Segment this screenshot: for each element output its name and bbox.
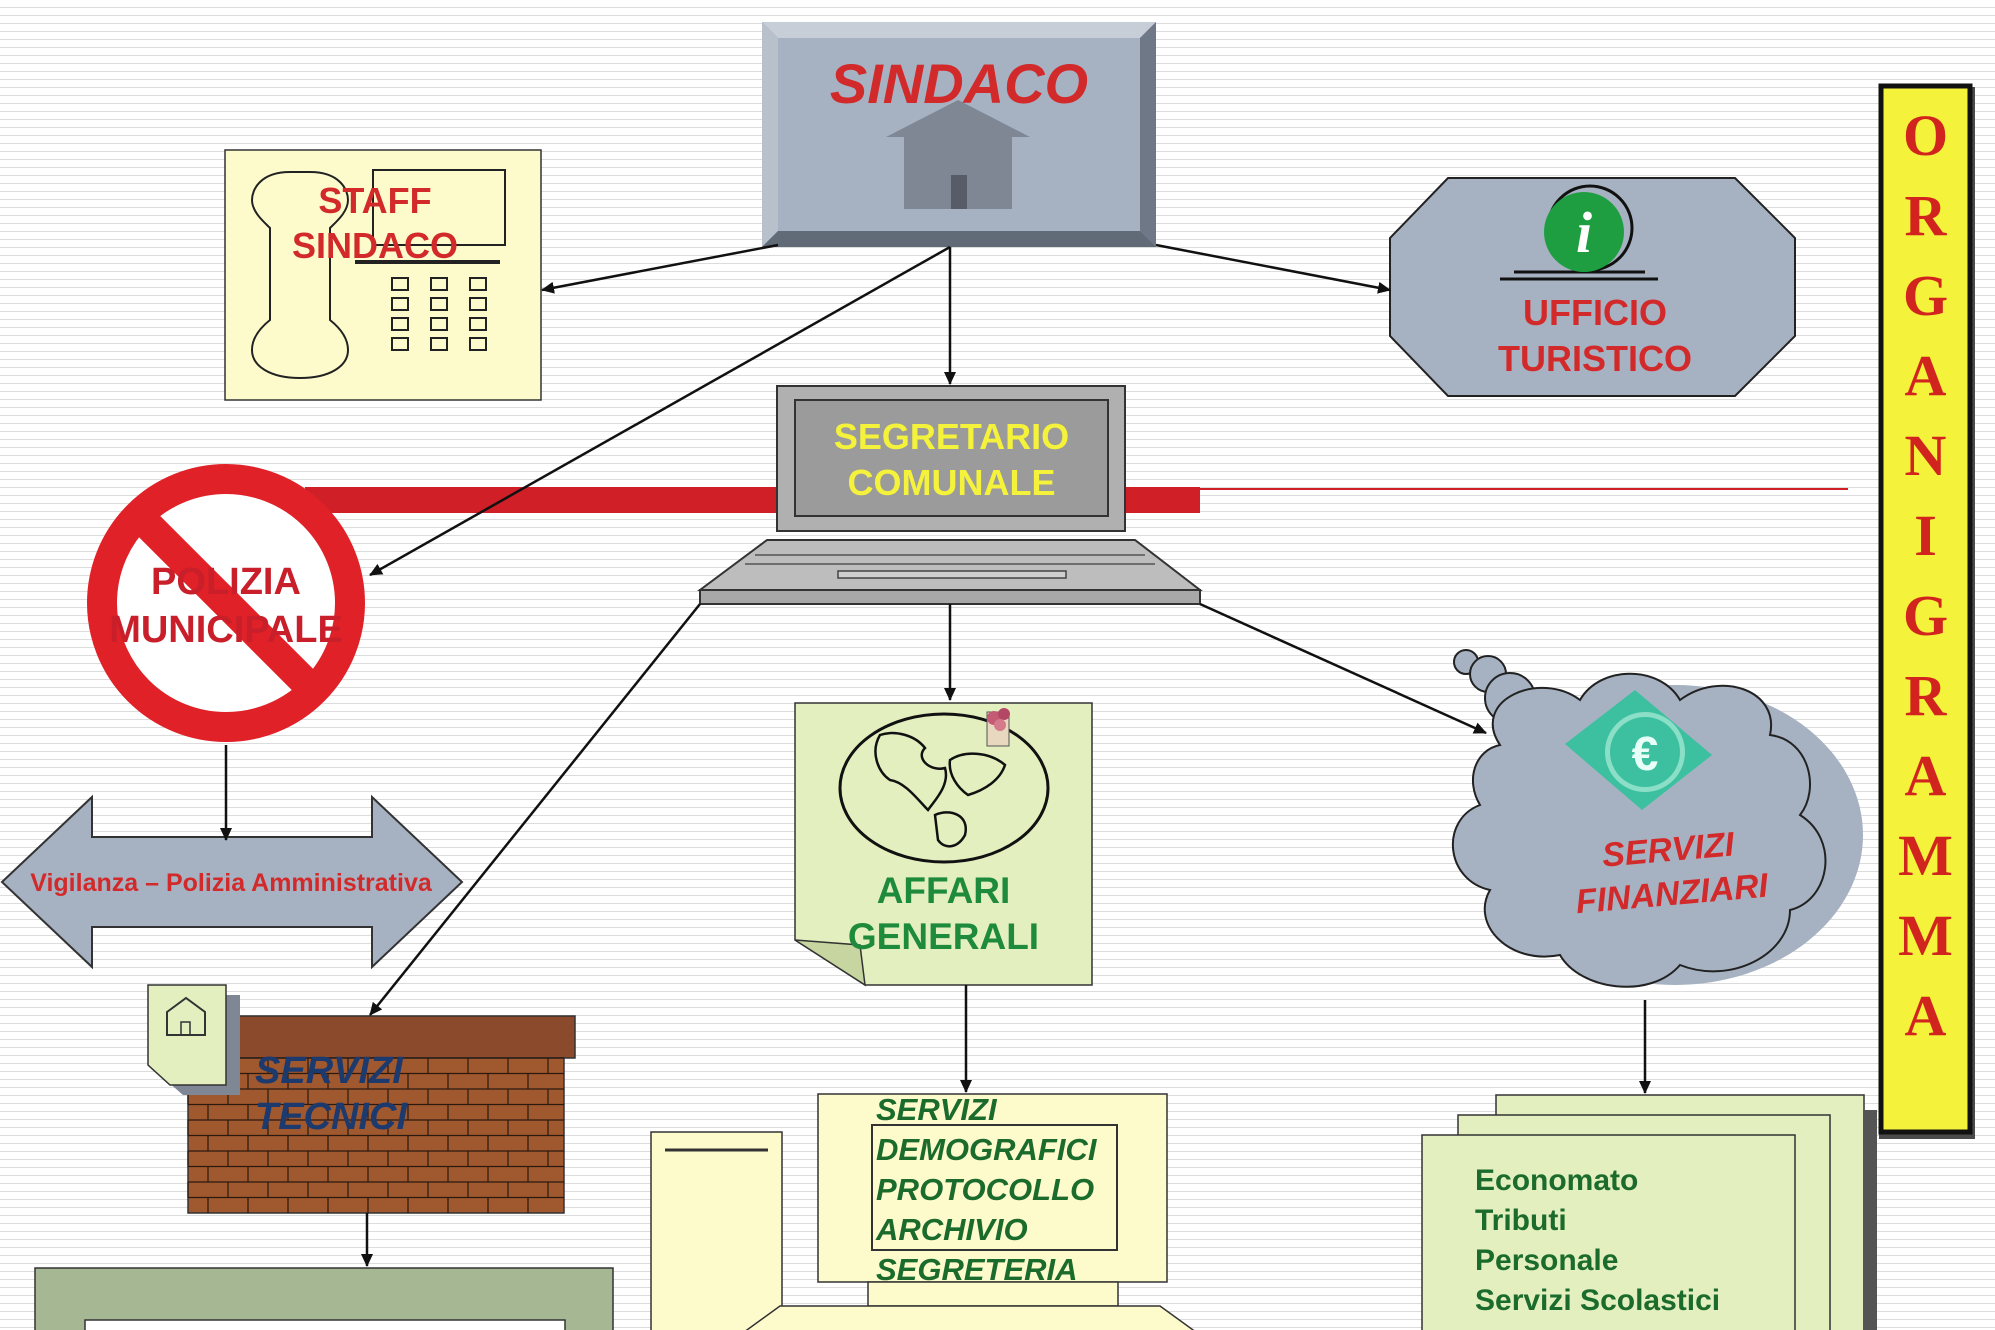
title-letter: N [1904,423,1947,488]
turistico-line-1: UFFICIO [1523,292,1667,333]
house-document-icon [147,984,240,1095]
title-letter: A [1904,343,1947,408]
connectors [220,243,1651,1267]
staff-sindaco-label: STAFF SINDACO [240,178,510,268]
info-icon: i [1500,184,1658,281]
title-letter: A [1904,743,1947,808]
tecnici-line-2: TECNICI [255,1096,407,1138]
title-letter: G [1902,263,1949,328]
finanziari-stacked-cards [1421,1094,1877,1330]
demografici-list: SERVIZI DEMOGRAFICI PROTOCOLLO ARCHIVIO … [876,1090,1166,1290]
arrow-sindaco-polizia [369,245,951,577]
vigilanza-double-arrow [0,794,464,970]
title-letter: G [1902,583,1949,648]
demografici-item: ARCHIVIO [876,1212,1028,1247]
globe-icon [838,712,1050,864]
ufficio-turistico-label: UFFICIO TURISTICO [1430,290,1760,382]
title-letter: A [1904,983,1947,1048]
svg-text:€: € [1632,728,1659,781]
title-letter: O [1902,103,1949,168]
staff-line-2: SINDACO [291,225,458,266]
bottom-left-box [34,1267,614,1330]
tecnici-line-1: SERVIZI [255,1050,403,1092]
polizia-line-2: MUNICIPALE [109,609,343,651]
segretario-line-2: COMUNALE [847,462,1056,503]
affari-generali-note [794,702,1093,987]
finanziari-list-item: Tributi [1475,1204,1567,1237]
staff-sindaco-box [224,149,542,401]
arrow-sindaco-turistico [1155,243,1391,294]
segretario-laptop [696,385,1203,605]
no-entry-sign-icon [87,464,365,742]
ufficio-turistico-box: i [1389,177,1796,397]
demografici-computer [650,1093,1195,1330]
polizia-line-1: POLIZIA [151,561,301,603]
finanziari-list: Economato Tributi Personale Servizi Scol… [1475,1161,1795,1321]
polizia-municipale-label: POLIZIA MUNICIPALE [76,558,376,654]
finanziari-list-item: Economato [1475,1164,1639,1197]
servizi-tecnici-label: SERVIZI TECNICI [255,1048,435,1140]
euro-banknote-icon: € [1565,690,1712,810]
servizi-finanziari-cloud: € [1451,649,1863,988]
servizi-tecnici-wall [172,1015,576,1214]
segretario-line-1: SEGRETARIO [833,416,1070,457]
title-letter: M [1898,823,1953,888]
demografici-item: PROTOCOLLO [876,1172,1095,1207]
arrow-segretario-tecnici [369,603,701,1016]
title-letter: R [1904,663,1947,728]
svg-text:i: i [1576,200,1592,265]
title-letter: R [1904,183,1947,248]
sindaco-box [762,22,1156,247]
sindaco-label: SINDACO [829,52,1089,115]
demografici-item: SEGRETERIA [876,1252,1078,1287]
vigilanza-label: Vigilanza – Polizia Amministrativa [30,869,432,897]
arrow-sindaco-staff [541,243,779,294]
affari-line-1: AFFARI [876,870,1011,911]
house-icon [886,100,1030,209]
segretario-comunale-label: SEGRETARIO COMUNALE [795,414,1108,506]
arrow-segretario-finanziari [1199,602,1487,735]
flower-icon [986,708,1010,747]
finanziari-list-item: Personale [1475,1244,1619,1277]
finanziari-list-item: Servizi Scolastici [1475,1284,1721,1317]
title-letter: M [1898,903,1953,968]
staff-line-1: STAFF [318,180,432,221]
affari-generali-label: AFFARI GENERALI [795,868,1092,960]
telephone-icon [250,169,506,380]
turistico-line-2: TURISTICO [1498,338,1692,379]
title-sidebar [1878,83,1973,1135]
demografici-item: SERVIZI [876,1092,997,1127]
title-letter: I [1914,503,1937,568]
demografici-item: DEMOGRAFICI [876,1132,1097,1167]
affari-line-2: GENERALI [847,916,1040,957]
